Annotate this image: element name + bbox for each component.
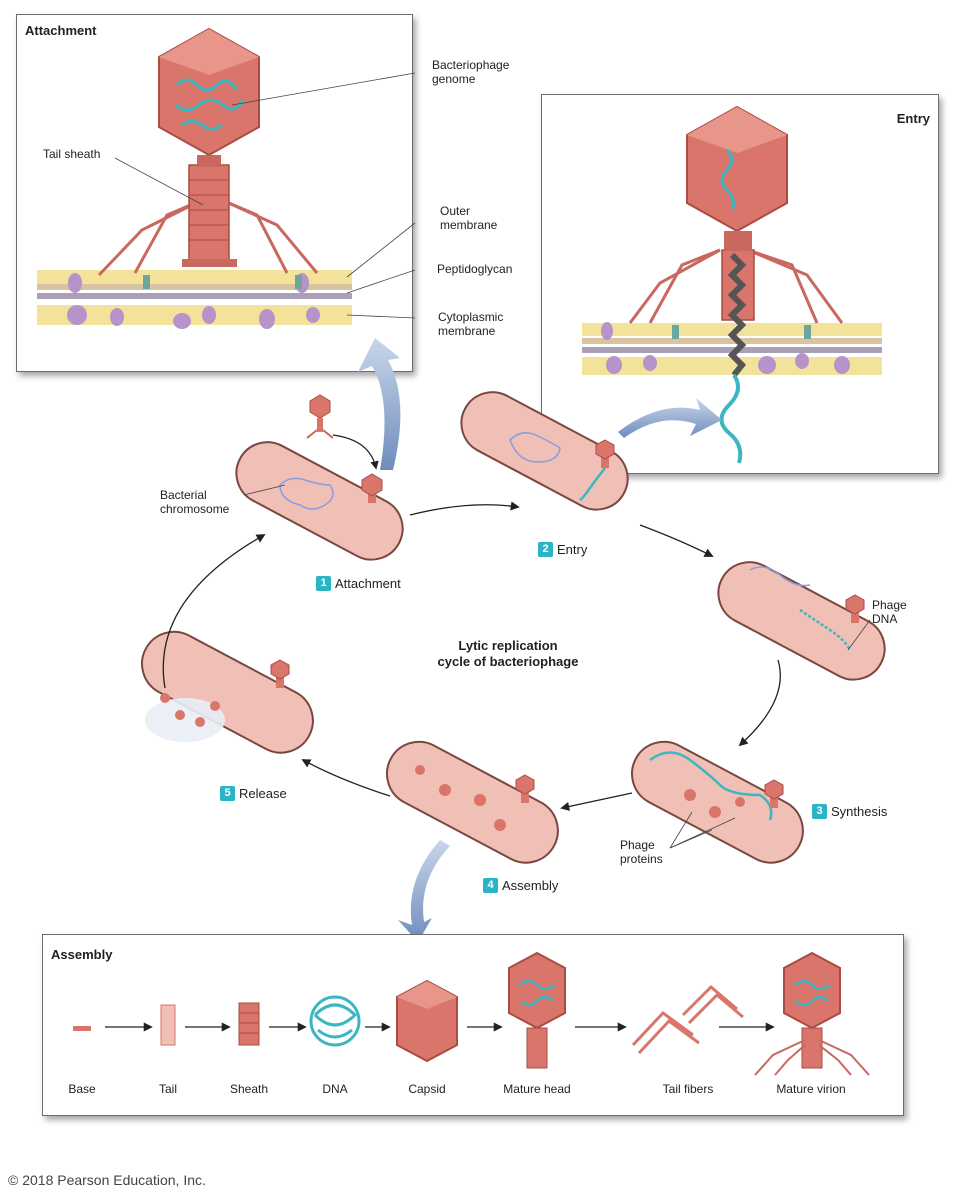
step-attachment: 1 Attachment bbox=[316, 576, 401, 591]
sheath-part bbox=[238, 1002, 260, 1046]
cell-attachment bbox=[235, 441, 404, 561]
step-number-badge: 3 bbox=[812, 804, 827, 819]
assembly-label-mature-virion: Mature virion bbox=[776, 1082, 846, 1096]
copyright-notice: © 2018 Pearson Education, Inc. bbox=[8, 1172, 206, 1188]
cytoplasmic-membrane-label: Cytoplasmic membrane bbox=[438, 310, 504, 338]
cell-release bbox=[141, 630, 314, 754]
tail-fibers-part bbox=[631, 984, 744, 1055]
step-assembly: 4 Assembly bbox=[483, 878, 558, 893]
dna-part bbox=[309, 995, 361, 1047]
step-label: Synthesis bbox=[831, 804, 888, 819]
assembly-panel: Assembly bbox=[42, 934, 904, 1116]
attachment-panel: Attachment bbox=[16, 14, 416, 372]
tail-sheath-label: Tail sheath bbox=[43, 147, 101, 161]
peptidoglycan-label: Peptidoglycan bbox=[437, 262, 513, 276]
tail-part bbox=[160, 1004, 176, 1046]
genome-label-outside: Bacteriophage genome bbox=[432, 58, 510, 86]
assembly-label-tail: Tail bbox=[158, 1082, 177, 1096]
cell-synthesis bbox=[631, 740, 804, 864]
assembly-label-base: Base bbox=[68, 1082, 96, 1096]
blue-arrow-entry bbox=[618, 398, 722, 438]
phage-proteins-label: Phage proteins bbox=[620, 838, 663, 866]
step-synthesis: 3 Synthesis bbox=[812, 804, 887, 819]
base-part bbox=[73, 1026, 91, 1031]
step-label: Release bbox=[239, 786, 287, 801]
assembly-label-capsid: Capsid bbox=[408, 1082, 446, 1096]
assembly-label-tail-fibers: Tail fibers bbox=[662, 1082, 714, 1096]
attachment-illustration bbox=[37, 27, 416, 329]
attachment-panel-title: Attachment bbox=[25, 23, 97, 38]
assembly-label-dna: DNA bbox=[322, 1082, 348, 1096]
cell-assembly bbox=[386, 740, 559, 864]
mature-virion-part bbox=[754, 951, 870, 1076]
phage-dna-label: Phage DNA bbox=[872, 598, 907, 626]
assembly-illustration bbox=[73, 951, 870, 1076]
step-label: Entry bbox=[557, 542, 588, 557]
cell-phage-dna bbox=[717, 561, 886, 681]
blue-arrow-attachment bbox=[358, 338, 401, 470]
step-number-badge: 5 bbox=[220, 786, 235, 801]
entry-illustration bbox=[582, 105, 882, 464]
cell-entry bbox=[460, 391, 629, 511]
free-phage bbox=[306, 394, 334, 439]
step-number-badge: 4 bbox=[483, 878, 498, 893]
step-entry: 2 Entry bbox=[538, 542, 587, 557]
step-number-badge: 1 bbox=[316, 576, 331, 591]
bacterial-chromosome-label: Bacterial chromosome bbox=[160, 488, 230, 516]
mature-head-part bbox=[508, 951, 566, 1069]
step-label: Assembly bbox=[502, 878, 559, 893]
cycle-title: Lytic replication cycle of bacteriophage bbox=[437, 638, 579, 669]
blue-arrow-assembly bbox=[398, 840, 450, 942]
assembly-label-sheath: Sheath bbox=[229, 1082, 269, 1096]
step-label: Attachment bbox=[335, 576, 401, 591]
assembly-panel-title: Assembly bbox=[51, 947, 113, 962]
step-number-badge: 2 bbox=[538, 542, 553, 557]
entry-panel: Entry bbox=[541, 94, 939, 474]
assembly-label-mature-head: Mature head bbox=[503, 1082, 571, 1096]
step-release: 5 Release bbox=[220, 786, 287, 801]
outer-membrane-label: Outer membrane bbox=[440, 204, 498, 232]
entry-panel-title: Entry bbox=[896, 111, 930, 126]
